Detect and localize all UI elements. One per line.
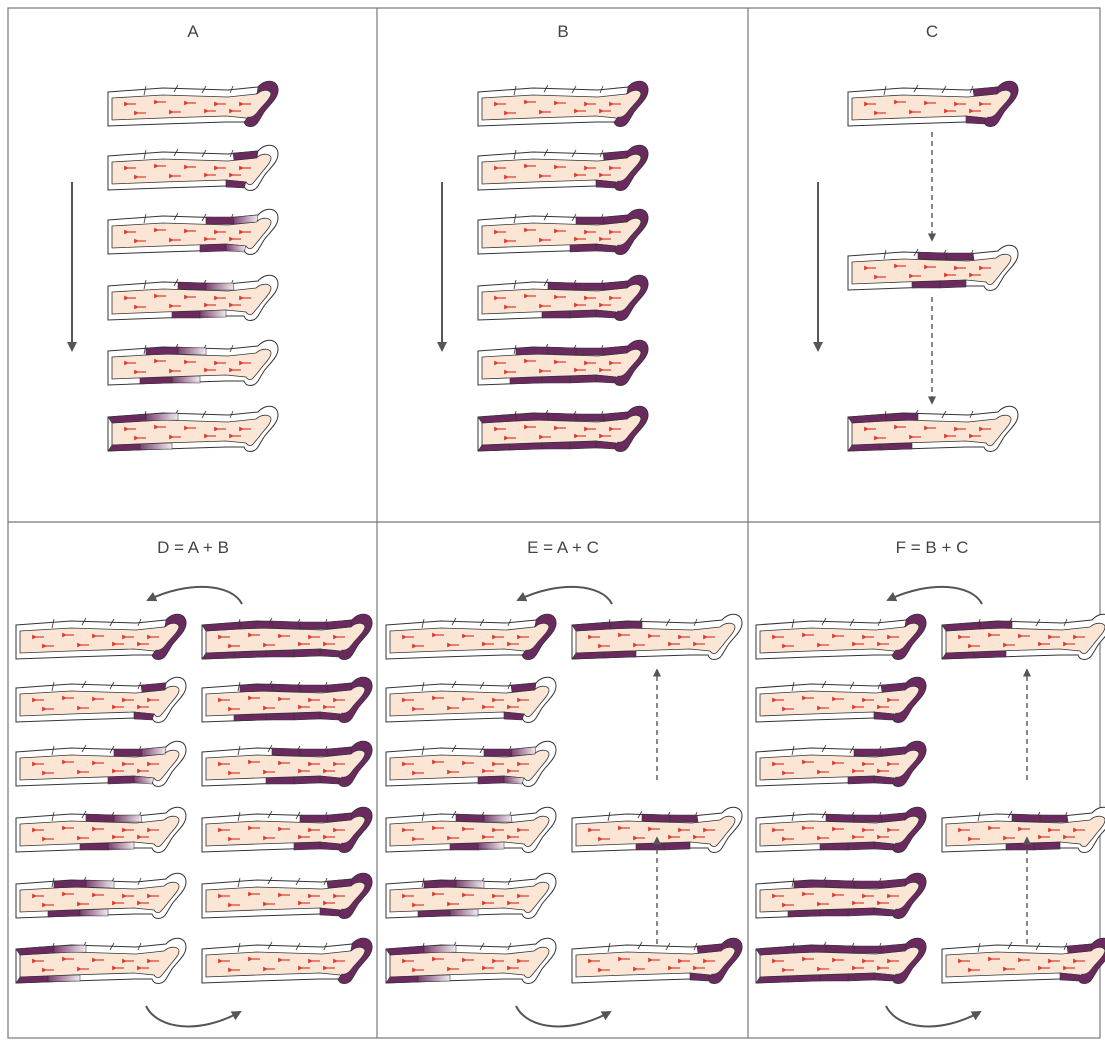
leg-9 — [478, 275, 648, 320]
leg-16 — [16, 677, 186, 722]
panel-title-e: E = A + C — [527, 538, 599, 557]
panel-title-a: A — [187, 22, 199, 41]
leg-43 — [942, 807, 1105, 852]
leg-24 — [202, 807, 372, 852]
leg-27 — [386, 614, 556, 659]
leg-25 — [202, 873, 372, 918]
leg-0 — [108, 81, 278, 126]
leg-13 — [848, 245, 1018, 290]
leg-31 — [386, 873, 556, 918]
leg-6 — [478, 81, 648, 126]
cycle-arrow-bottom-0 — [146, 1006, 240, 1026]
leg-22 — [202, 677, 372, 722]
leg-38 — [756, 741, 926, 786]
leg-5 — [108, 406, 278, 451]
panel-title-c: C — [926, 22, 938, 41]
leg-33 — [572, 614, 742, 659]
leg-29 — [386, 741, 556, 786]
leg-30 — [386, 807, 556, 852]
cycle-arrow-top-1 — [518, 587, 612, 604]
leg-3 — [108, 275, 278, 320]
panel-title-f: F = B + C — [896, 538, 969, 557]
leg-12 — [848, 81, 1018, 126]
leg-42 — [942, 614, 1105, 659]
leg-14 — [848, 406, 1018, 451]
leg-8 — [478, 209, 648, 254]
cycle-arrow-top-2 — [888, 587, 982, 604]
leg-35 — [572, 938, 742, 983]
leg-36 — [756, 614, 926, 659]
leg-20 — [16, 938, 186, 983]
panel-title-d: D = A + B — [157, 538, 229, 557]
cycle-arrow-bottom-1 — [516, 1006, 610, 1026]
leg-illustrations — [16, 81, 1105, 983]
cycle-arrow-top-0 — [148, 587, 242, 604]
leg-2 — [108, 209, 278, 254]
leg-41 — [756, 938, 926, 983]
leg-15 — [16, 614, 186, 659]
leg-40 — [756, 873, 926, 918]
leg-28 — [386, 677, 556, 722]
leg-26 — [202, 938, 372, 983]
leg-17 — [16, 741, 186, 786]
leg-18 — [16, 807, 186, 852]
leg-34 — [572, 807, 742, 852]
leg-1 — [108, 145, 278, 190]
leg-44 — [942, 938, 1105, 983]
leg-7 — [478, 145, 648, 190]
leg-10 — [478, 340, 648, 385]
leg-19 — [16, 873, 186, 918]
leg-32 — [386, 938, 556, 983]
leg-11 — [478, 406, 648, 451]
leg-21 — [202, 614, 372, 659]
cycle-arrow-bottom-2 — [886, 1006, 980, 1026]
panel-title-b: B — [557, 22, 568, 41]
leg-37 — [756, 677, 926, 722]
leg-23 — [202, 741, 372, 786]
leg-39 — [756, 807, 926, 852]
leg-4 — [108, 340, 278, 385]
